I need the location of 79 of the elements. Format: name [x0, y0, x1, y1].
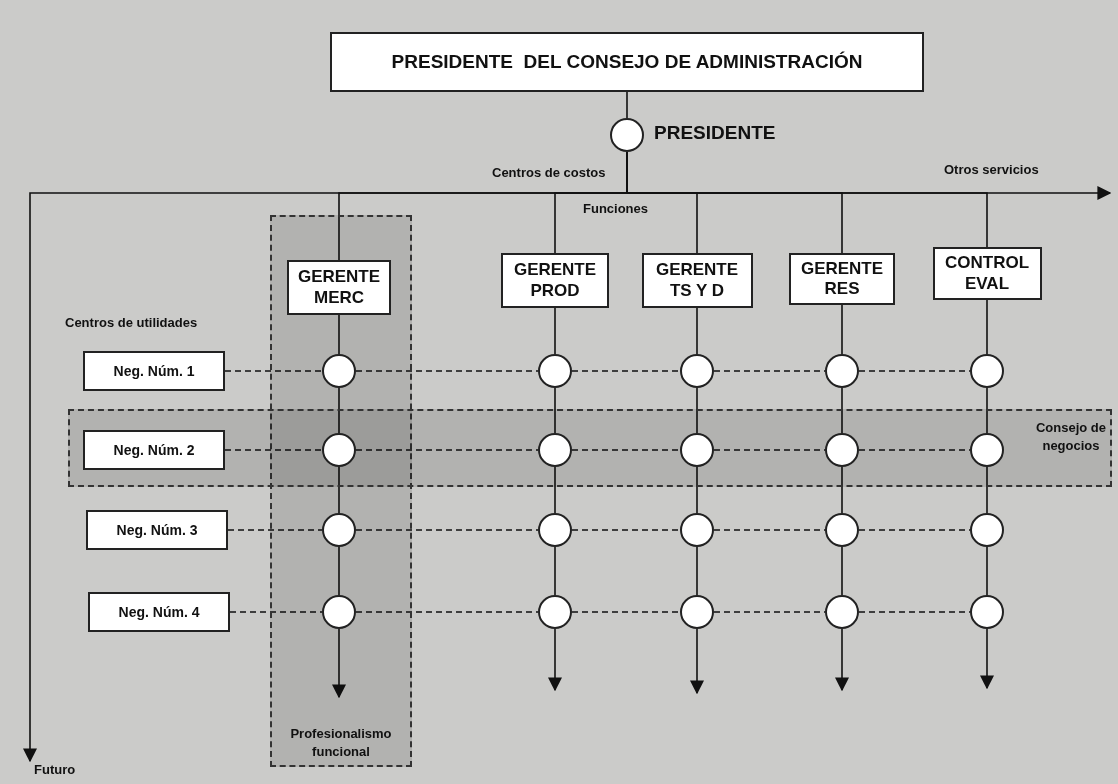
- node-circle: [680, 513, 714, 547]
- node-circle: [970, 433, 1004, 467]
- connector: [841, 466, 843, 514]
- manager-box: GERENTE PROD: [501, 253, 609, 308]
- node-circle: [322, 433, 356, 467]
- connector: [696, 466, 698, 514]
- arrow: [980, 628, 994, 690]
- node-circle: [825, 595, 859, 629]
- band-label: Consejo de negocios: [1034, 419, 1108, 456]
- dashed-connector: [355, 611, 539, 613]
- connector: [696, 307, 698, 355]
- band-label: Profesionalismo funcional: [289, 724, 393, 761]
- axis-caption: Funciones: [583, 201, 648, 216]
- connector: [626, 91, 628, 119]
- business-box: Neg. Núm. 2: [83, 430, 225, 470]
- arrow: [835, 628, 849, 692]
- node-circle: [538, 433, 572, 467]
- connector: [554, 466, 556, 514]
- node-circle: [538, 354, 572, 388]
- arrow: [332, 628, 346, 699]
- dashed-connector: [571, 611, 681, 613]
- connector: [696, 546, 698, 596]
- dashed-connector: [355, 449, 539, 451]
- dashed-band: [270, 215, 412, 767]
- manager-box: GERENTE MERC: [287, 260, 391, 315]
- node-circle: [322, 354, 356, 388]
- node-circle: [970, 354, 1004, 388]
- node-circle: [680, 433, 714, 467]
- axis-caption: Futuro: [22, 761, 82, 781]
- business-box: Neg. Núm. 4: [88, 592, 230, 632]
- connector: [338, 387, 340, 434]
- connector: [338, 466, 340, 514]
- dashed-connector: [571, 370, 681, 372]
- node-circle: [825, 513, 859, 547]
- node-circle: [610, 118, 644, 152]
- dashed-connector: [227, 529, 323, 531]
- connector: [841, 387, 843, 434]
- node-circle: [322, 513, 356, 547]
- dashed-connector: [229, 611, 323, 613]
- business-box: Neg. Núm. 1: [83, 351, 225, 391]
- connector: [986, 387, 988, 434]
- node-circle: [825, 354, 859, 388]
- axis-caption: Otros servicios: [944, 162, 1039, 177]
- business-box: Neg. Núm. 3: [86, 510, 228, 550]
- node-circle: [322, 595, 356, 629]
- node-circle: [538, 513, 572, 547]
- dashed-band: [68, 409, 1112, 487]
- connector: [696, 387, 698, 434]
- connector: [554, 546, 556, 596]
- axis-caption: Centros de utilidades: [65, 315, 198, 330]
- manager-box: GERENTE RES: [789, 253, 895, 305]
- dashed-connector: [224, 449, 323, 451]
- node-caption: PRESIDENTE: [654, 122, 776, 144]
- node-circle: [680, 595, 714, 629]
- connector: [841, 546, 843, 596]
- arrow: [548, 628, 562, 692]
- connector: [986, 299, 988, 355]
- node-circle: [970, 595, 1004, 629]
- dashed-connector: [571, 529, 681, 531]
- connector: [554, 307, 556, 355]
- manager-box: GERENTE TS Y D: [641, 253, 753, 308]
- axis-caption: Centros de costos: [492, 165, 606, 180]
- dashed-connector: [355, 370, 539, 372]
- connector: [841, 304, 843, 355]
- dashed-connector: [571, 449, 681, 451]
- dashed-connector: [355, 529, 539, 531]
- connector: [986, 546, 988, 596]
- manager-box: CONTROL EVAL: [932, 247, 1042, 300]
- connector: [986, 466, 988, 514]
- connector: [338, 314, 340, 355]
- connector: [338, 546, 340, 596]
- node-circle: [680, 354, 714, 388]
- board-box: PRESIDENTE DEL CONSEJO DE ADMINISTRACIÓN: [330, 32, 924, 92]
- connector: [554, 387, 556, 434]
- dashed-connector: [224, 370, 323, 372]
- node-circle: [538, 595, 572, 629]
- arrow: [690, 628, 704, 695]
- node-circle: [970, 513, 1004, 547]
- node-circle: [825, 433, 859, 467]
